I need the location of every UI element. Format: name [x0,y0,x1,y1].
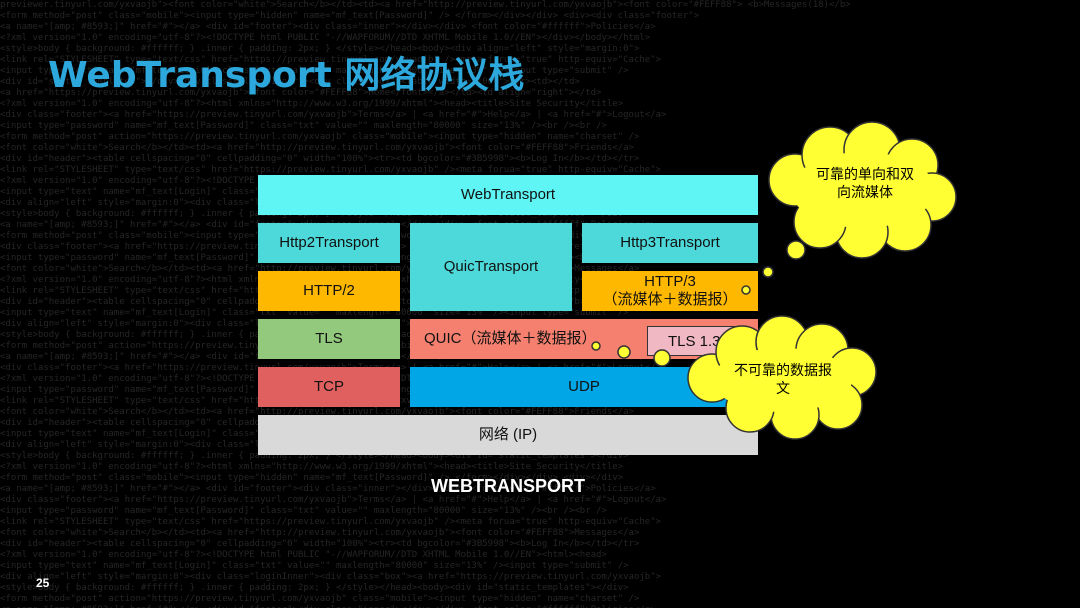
layer-webtransport: WebTransport [258,175,758,215]
layer-http3: HTTP/3 （流媒体＋数据报） [582,271,758,311]
layer-quic-label: QUIC（流媒体＋数据报） [424,330,597,347]
layer-tls: TLS [258,319,400,359]
layer-tcp: TCP [258,367,400,407]
slide-title: WebTransport 网络协议栈 [48,55,525,96]
callout-reliable-text: 可靠的单向和双 向流媒体 [800,166,930,202]
layer-http2transport: Http2Transport [258,223,400,263]
callout-unreliable-line2: 文 [776,381,790,397]
cloud-unreliable-fill [712,348,852,412]
cloud-unreliable-tail-dot [591,341,601,351]
page-number: 25 [36,576,50,590]
layer-http2: HTTP/2 [258,271,400,311]
cloud-reliable-tail-small [762,266,774,278]
layer-ip: 网络 (IP) [258,415,758,455]
callout-reliable-line2: 向流媒体 [837,185,893,201]
cloud-unreliable-tail-large [653,349,671,367]
callout-reliable-line1: 可靠的单向和双 [816,167,914,183]
cloud-reliable-tail-large [786,240,806,260]
layer-quic: QUIC（流媒体＋数据报） [410,319,758,359]
cloud-reliable-fill [791,152,935,228]
layer-quictransport: QuicTransport [410,223,572,311]
cloud-unreliable-tail-small [617,345,631,359]
callout-unreliable-line1: 不可靠的数据报 [734,363,832,379]
layer-http3transport: Http3Transport [582,223,758,263]
diagram-caption: WEBTRANSPORT [431,476,585,496]
callout-unreliable-text: 不可靠的数据报 文 [718,362,848,398]
cloud-reliable-tail-dot [741,285,751,295]
layer-tls13-label: TLS 1.3 [668,332,721,350]
layer-http3-label: HTTP/3 [644,273,696,290]
layer-http3-sublabel: （流媒体＋数据报） [602,291,738,308]
